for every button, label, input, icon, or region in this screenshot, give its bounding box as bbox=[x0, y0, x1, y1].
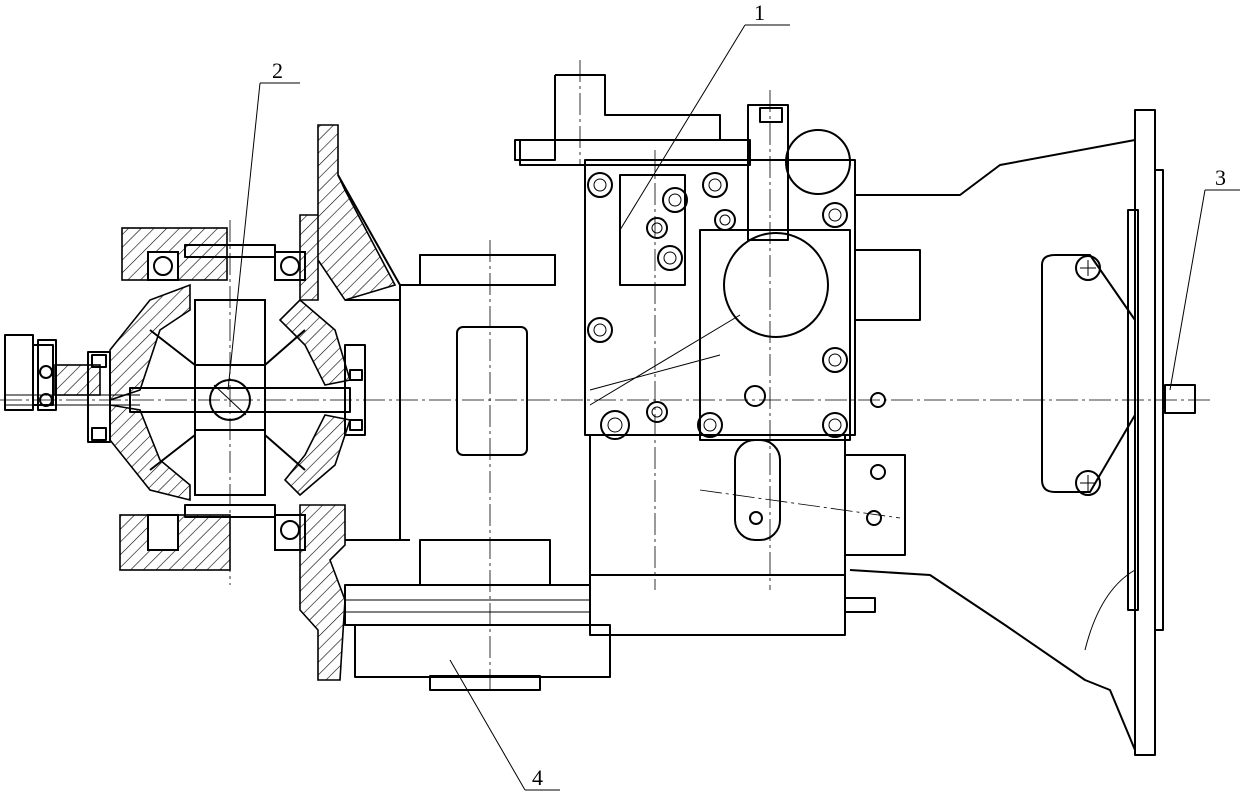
callout-2-label: 2 bbox=[272, 58, 283, 83]
callout-4-label: 4 bbox=[532, 765, 543, 790]
callout-3-leader bbox=[1169, 189, 1206, 391]
shift-control-block bbox=[514, 60, 921, 636]
callout-1-leader bbox=[619, 24, 746, 231]
callout-3-label: 3 bbox=[1215, 165, 1226, 190]
callout-1-label: 1 bbox=[754, 0, 765, 25]
callout-4-leader bbox=[449, 659, 526, 791]
gearbox-body bbox=[344, 240, 611, 691]
differential-carrier bbox=[109, 220, 366, 585]
callout-2-leader bbox=[227, 82, 261, 391]
clutch-bell-housing bbox=[849, 109, 1196, 756]
transmission-housing-wall bbox=[299, 124, 410, 681]
